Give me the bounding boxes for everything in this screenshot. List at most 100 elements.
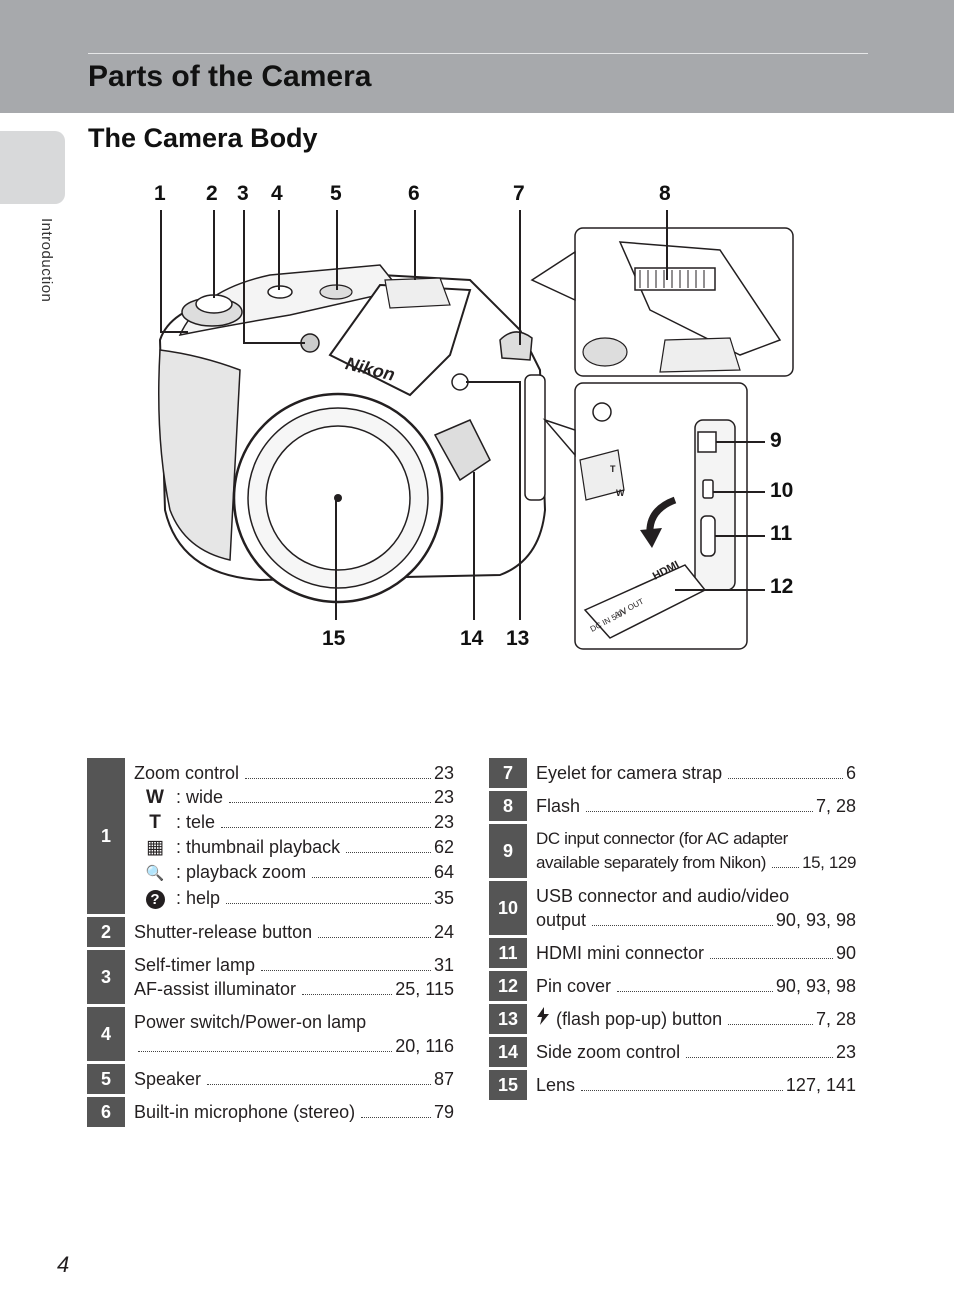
table-row: 6 Built-in microphone (stereo)79 (87, 1097, 454, 1127)
part-number: 1 (87, 758, 125, 914)
part-number: 10 (489, 881, 527, 935)
wide-icon: W (146, 787, 164, 808)
callout-11: 11 (770, 522, 793, 545)
flash-inset-pointer (530, 250, 576, 302)
ports-inset-pointer (542, 418, 576, 458)
part-number: 15 (489, 1070, 527, 1100)
callout-9: 9 (770, 429, 782, 452)
callout-13: 13 (506, 627, 530, 650)
inset-mic-grille (659, 337, 741, 373)
part-number: 5 (87, 1064, 125, 1094)
microphone-grille (384, 277, 451, 309)
callout-6: 6 (408, 182, 420, 205)
camera-grip (158, 349, 241, 561)
list-item: DC input connector (for AC adapter (536, 829, 788, 848)
callout-3: 3 (237, 182, 249, 205)
part-description: DC input connector (for AC adapter avail… (527, 824, 856, 878)
callout-7: 7 (513, 182, 525, 205)
list-item: Built-in microphone (stereo)79 (134, 1102, 454, 1122)
part-number: 14 (489, 1037, 527, 1067)
callout-14: 14 (460, 627, 484, 650)
part-description: Power switch/Power-on lamp 20, 116 (125, 1007, 454, 1061)
callout-1: 1 (154, 182, 166, 205)
header-rule (88, 53, 868, 54)
inset-zoom-tele-label: T (610, 464, 616, 474)
part-number: 7 (489, 758, 527, 788)
part-number: 9 (489, 824, 527, 878)
callout-4: 4 (271, 182, 283, 205)
side-tab[interactable] (0, 131, 65, 204)
section-title: The Camera Body (88, 123, 318, 153)
help-icon: ? (145, 890, 165, 909)
callout-10: 10 (770, 479, 794, 502)
table-row: 9 DC input connector (for AC adapter ava… (489, 824, 856, 878)
tele-icon: T (149, 812, 161, 833)
page-number: 4 (57, 1252, 70, 1277)
strap-eyelet (499, 331, 533, 361)
callout-8: 8 (659, 182, 671, 205)
flash-window (634, 267, 716, 291)
part-number: 12 (489, 971, 527, 1001)
part-number: 11 (489, 938, 527, 968)
list-item: Power switch/Power-on lamp (134, 1012, 367, 1032)
callout-12: 12 (770, 575, 794, 598)
part-description: Built-in microphone (stereo)79 (125, 1097, 454, 1127)
flash-housing (328, 283, 472, 397)
side-zoom-control (433, 419, 491, 482)
dc-input-port (697, 431, 717, 453)
flash-window-lines (639, 270, 705, 288)
callout-5: 5 (330, 182, 342, 205)
magnify-icon: 🔍 (145, 865, 165, 882)
table-row: 4 Power switch/Power-on lamp 20, 116 (87, 1007, 454, 1061)
part-number: 13 (489, 1004, 527, 1034)
usb-av-port (702, 479, 714, 499)
callout-2: 2 (206, 182, 218, 205)
page-title: Parts of the Camera (88, 60, 372, 93)
camera-diagram: Nikon HDMI A/V OUT DC IN 5.0V T W (158, 210, 794, 650)
hdmi-port (700, 515, 716, 557)
part-number: 2 (87, 917, 125, 947)
inset-flash-button (592, 402, 612, 422)
part-number: 8 (489, 791, 527, 821)
side-tab-label: Introduction (38, 218, 55, 303)
